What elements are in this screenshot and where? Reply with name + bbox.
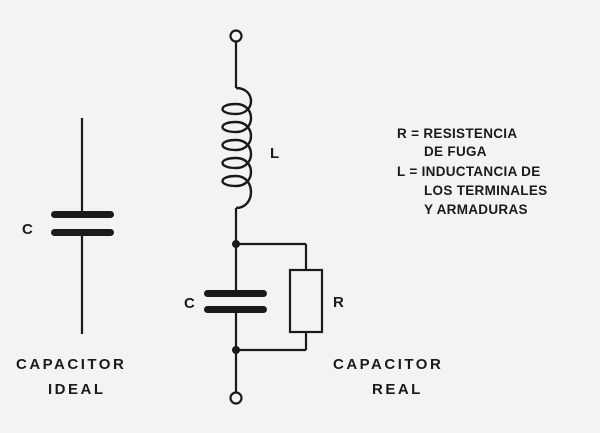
node-bottom [232, 346, 240, 354]
legend-line-2: DE FUGA [424, 144, 487, 159]
resistor-label: R [333, 294, 344, 311]
real-title-line2: REAL [372, 381, 423, 398]
terminal-bottom [229, 391, 243, 405]
real-capacitor [204, 29, 324, 405]
inductor-coil [221, 86, 253, 210]
real-plate-top [204, 290, 267, 297]
legend-line-3: L = INDUCTANCIA DE [397, 164, 541, 179]
leakage-resistor [288, 268, 324, 334]
ideal-title-line2: IDEAL [48, 381, 106, 398]
ideal-capacitor [51, 118, 114, 334]
ideal-cap-label: C [22, 221, 33, 238]
inductor-label: L [270, 145, 279, 162]
legend-line-1: R = RESISTENCIA [397, 126, 517, 141]
real-title-line1: CAPACITOR [333, 356, 443, 373]
legend-line-4: LOS TERMINALES [424, 183, 547, 198]
terminal-top [229, 29, 243, 43]
ideal-plate-bottom [51, 229, 114, 236]
legend: R = RESISTENCIA DE FUGA L = INDUCTANCIA … [397, 126, 547, 217]
ideal-plate-top [51, 211, 114, 218]
real-cap-label: C [184, 295, 195, 312]
real-plate-bottom [204, 306, 267, 313]
ideal-title-line1: CAPACITOR [16, 356, 126, 373]
legend-line-5: Y ARMADURAS [424, 202, 528, 217]
